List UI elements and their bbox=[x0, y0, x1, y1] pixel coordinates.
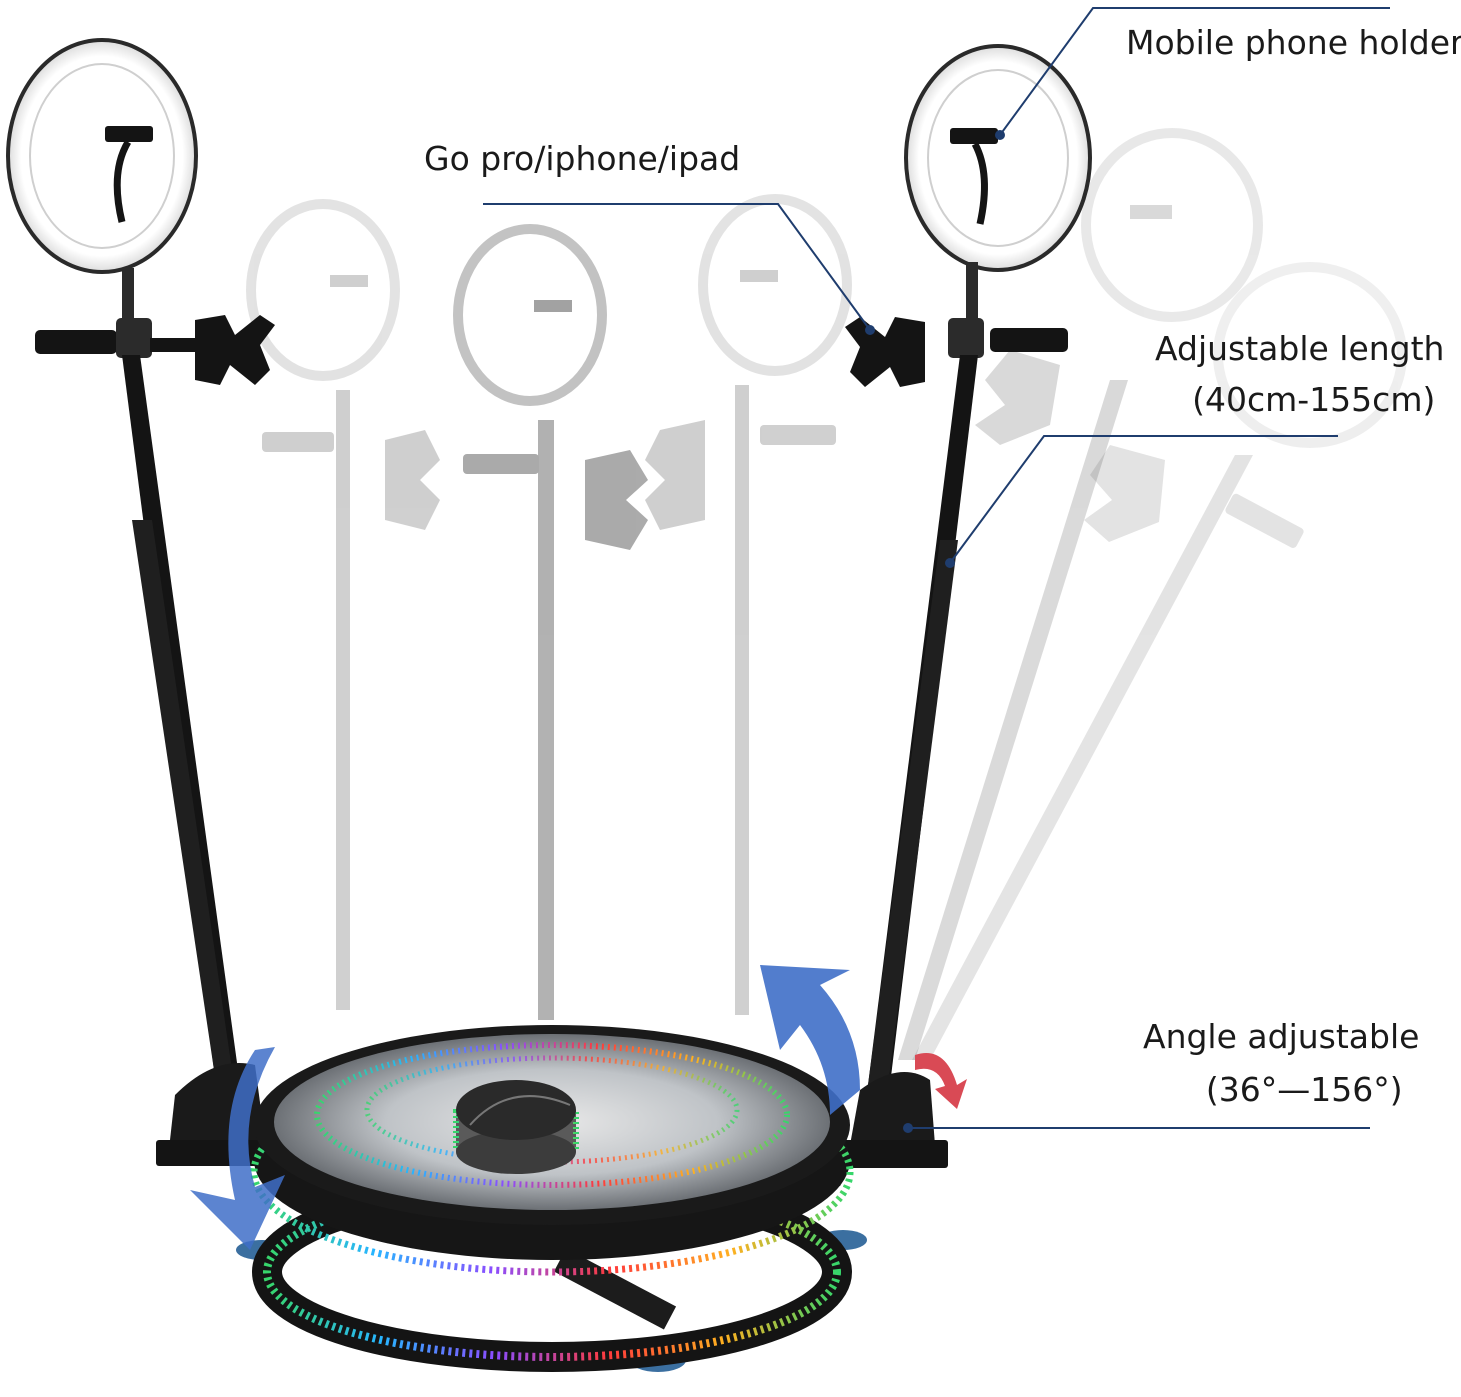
angle-adjustable-text: Angle adjustable bbox=[1143, 1017, 1420, 1056]
mobile-phone-holder-label: Mobile phone holder bbox=[1126, 26, 1461, 59]
ghost-pole-2 bbox=[453, 224, 648, 1020]
ghost-pole-1 bbox=[246, 199, 440, 1010]
mobile-phone-holder-text: Mobile phone holder bbox=[1126, 23, 1461, 62]
leader-mobile-holder bbox=[999, 7, 1390, 136]
go-pro-text: Go pro/iphone/ipad bbox=[424, 139, 741, 178]
angle-arrow-icon bbox=[915, 1053, 967, 1109]
phone-clamp-icon bbox=[534, 300, 572, 312]
tablet-clamp-icon bbox=[1084, 445, 1165, 542]
left-stand bbox=[6, 38, 296, 1166]
phone-clamp-icon bbox=[740, 270, 778, 282]
ring-light-icon bbox=[246, 199, 400, 381]
phone-clamp-icon bbox=[950, 128, 998, 144]
rotate-arrow-icon bbox=[760, 965, 860, 1115]
tablet-clamp-icon bbox=[645, 420, 705, 530]
adjustable-length-label: Adjustable length (40cm-155cm) bbox=[1155, 332, 1444, 416]
phone-clamp-icon bbox=[330, 275, 368, 287]
tablet-clamp-icon bbox=[195, 315, 275, 385]
ring-light-icon bbox=[1213, 262, 1407, 448]
right-stand bbox=[830, 44, 1092, 1168]
ring-light-icon bbox=[453, 224, 607, 406]
angle-adjustable-label: Angle adjustable (36°—156°) bbox=[1143, 1020, 1419, 1106]
phone-clamp-icon bbox=[105, 126, 153, 142]
leader-lines bbox=[483, 7, 1390, 1133]
ghost-pole-5 bbox=[912, 262, 1407, 1060]
photo-booth-platform bbox=[236, 1025, 867, 1372]
length-range-text: (40cm-155cm) bbox=[1192, 380, 1436, 419]
ring-light-icon bbox=[698, 194, 852, 376]
leader-adjustable-length bbox=[949, 435, 1338, 564]
angle-range-text: (36°—156°) bbox=[1205, 1070, 1403, 1109]
rotate-arrow-icon bbox=[190, 1047, 285, 1250]
leader-go-pro bbox=[483, 203, 871, 331]
ghost-pole-4 bbox=[898, 128, 1263, 1060]
ghost-pole-3 bbox=[645, 194, 852, 1015]
tablet-clamp-icon bbox=[385, 430, 440, 530]
phone-clamp-icon bbox=[1130, 205, 1172, 219]
adjustable-length-text: Adjustable length bbox=[1155, 329, 1445, 368]
go-pro-label: Go pro/iphone/ipad bbox=[424, 142, 740, 175]
tablet-clamp-icon bbox=[975, 350, 1060, 445]
ring-light-icon bbox=[1081, 128, 1263, 322]
tablet-clamp-icon bbox=[845, 317, 925, 387]
tablet-clamp-icon bbox=[585, 450, 648, 550]
